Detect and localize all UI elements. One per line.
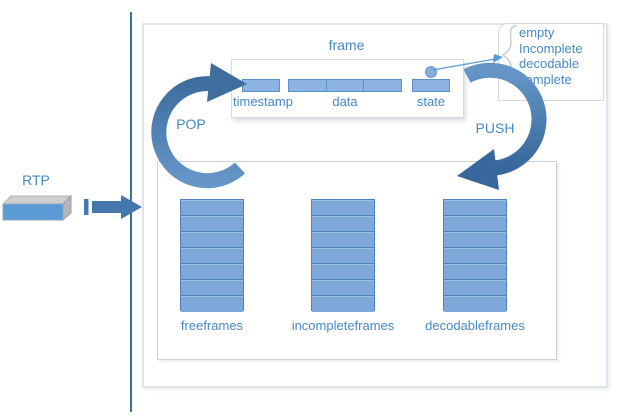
frame-title: frame: [328, 37, 365, 53]
queue-slot: [312, 264, 374, 280]
incompleteframes-label: incompleteframes: [291, 318, 395, 333]
queue-slot: [312, 248, 374, 264]
timestamp-cell: [242, 79, 280, 92]
rtp-label: RTP: [22, 172, 50, 188]
queue-slot: [312, 200, 374, 216]
queue-slot: [444, 296, 506, 312]
queue-slot: [444, 248, 506, 264]
queue-slot: [181, 216, 243, 232]
data-cell: [363, 80, 401, 91]
freeframes-label: freeframes: [180, 318, 244, 333]
state-value: complete: [519, 71, 572, 87]
data-label: data: [332, 94, 358, 109]
state-dot: [425, 66, 437, 78]
queue-slot: [444, 200, 506, 216]
queue-slot: [181, 200, 243, 216]
queue-slot: [181, 280, 243, 296]
queue-slot: [444, 216, 506, 232]
data-cell: [289, 80, 326, 91]
queue-slot: [444, 280, 506, 296]
queue-slot: [312, 280, 374, 296]
queue-slot: [312, 232, 374, 248]
queue-slot: [444, 232, 506, 248]
state-label: state: [416, 94, 446, 109]
incompleteframes-stack: [311, 199, 375, 312]
data-cell: [325, 80, 364, 91]
decodableframes-stack: [443, 199, 507, 312]
queue-slot: [181, 296, 243, 312]
push-label: PUSH: [475, 120, 515, 136]
queue-slot: [181, 232, 243, 248]
queue-slot: [444, 264, 506, 280]
queue-slot: [312, 296, 374, 312]
rtp-packet-icon: [1, 194, 73, 222]
state-value: empty: [519, 25, 555, 40]
queue-slot: [181, 248, 243, 264]
timestamp-label: timestamp: [233, 94, 293, 109]
freeframes-stack: [180, 199, 244, 312]
data-cells: [288, 79, 402, 92]
state-cell: [412, 79, 450, 92]
decodableframes-label: decodableframes: [425, 318, 525, 333]
rtp-input-arrow-icon: [84, 195, 142, 219]
pop-label: POP: [176, 116, 206, 132]
queue-slot: [312, 216, 374, 232]
vertical-divider-line: [130, 12, 132, 412]
queue-slot: [181, 264, 243, 280]
state-value: Incomplete: [519, 40, 583, 56]
state-value: decodable: [519, 56, 579, 71]
